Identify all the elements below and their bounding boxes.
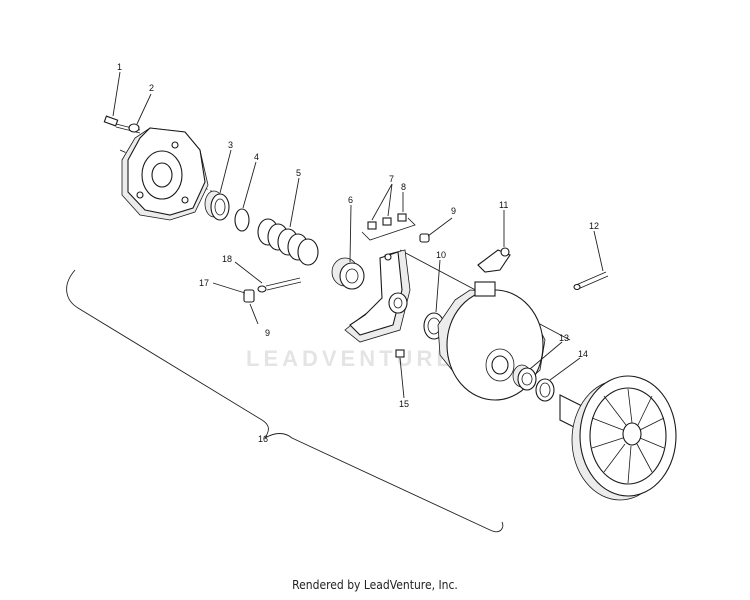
cap-part-top (419, 233, 430, 243)
washer-part (128, 123, 140, 133)
callout-17: 17 (199, 278, 209, 288)
sheave-bushing-part (512, 364, 537, 391)
callout-8: 8 (401, 182, 406, 192)
callout-1: 1 (117, 62, 122, 72)
callout-9-bottom: 9 (265, 328, 270, 338)
shaft-pin-part (573, 271, 609, 291)
callout-10: 10 (436, 250, 446, 260)
bushing-part (204, 190, 230, 221)
callout-11: 11 (499, 200, 508, 210)
clip-part (477, 247, 511, 273)
housing-cover-part (121, 127, 209, 221)
fixed-sheave-part (559, 375, 677, 501)
callout-18: 18 (222, 254, 232, 264)
pin-part (257, 277, 302, 293)
callout-2: 2 (149, 83, 154, 93)
callout-16: 16 (258, 434, 268, 444)
cap-part (243, 289, 255, 303)
callout-9-top: 9 (451, 206, 456, 216)
callout-14: 14 (578, 349, 588, 359)
callout-6: 6 (348, 195, 353, 205)
leader-lines (112, 71, 604, 399)
callout-13: 13 (559, 333, 569, 343)
nut-part (395, 349, 405, 358)
assembly-bracket (66, 269, 504, 533)
small-hardware-part (361, 213, 416, 241)
roller-bushing-part (331, 257, 365, 290)
spring-part (257, 218, 319, 266)
snap-ring-part (234, 208, 250, 232)
callout-labels: 1 2 3 4 5 6 7 8 9 9 10 11 12 13 14 15 16… (117, 62, 599, 444)
sheave-washer-part (535, 378, 555, 402)
callout-4: 4 (254, 152, 259, 162)
callout-12: 12 (589, 221, 599, 231)
callout-15: 15 (399, 399, 409, 409)
watermark-text: LEADVENTURE (246, 346, 455, 371)
callout-5: 5 (296, 168, 301, 178)
callout-7: 7 (389, 174, 394, 184)
roller-arm-part (344, 249, 411, 343)
footer-credit: Rendered by LeadVenture, Inc. (292, 578, 458, 592)
callout-3: 3 (228, 140, 233, 150)
